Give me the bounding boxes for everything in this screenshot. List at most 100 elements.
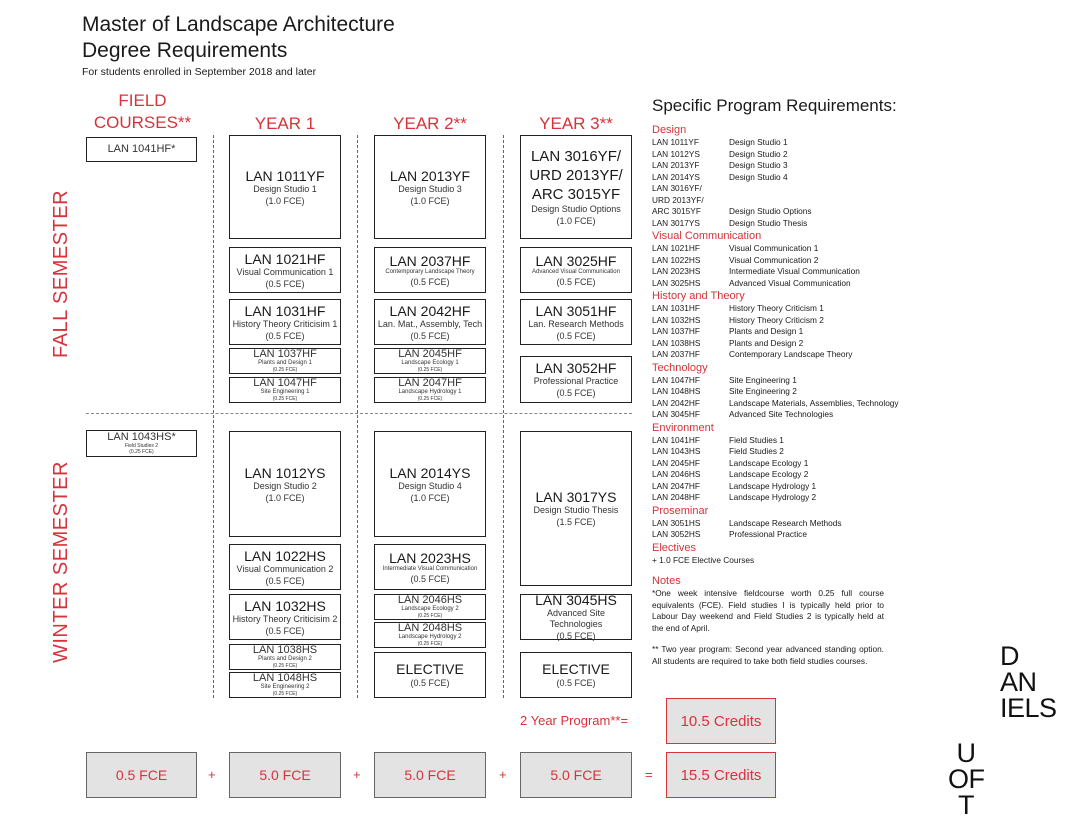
plus-sign: + <box>208 767 216 782</box>
requirement-title: Field Studies 2 <box>729 446 784 456</box>
plus-sign: + <box>353 767 361 782</box>
column-divider <box>213 135 214 698</box>
daniels-logo: D AN IELS <box>1000 641 1057 723</box>
requirement-title: Intermediate Visual Communication <box>729 266 860 276</box>
column-divider <box>503 135 504 698</box>
course-box: LAN 1041HF* <box>86 137 197 162</box>
requirement-group-heading: Electives <box>652 541 697 554</box>
requirement-code: LAN 1021HF <box>652 243 700 253</box>
semester-divider <box>86 413 632 414</box>
requirement-row: LAN 1038HS Plants and Design 2 <box>652 338 952 350</box>
note-2: ** Two year program: Second year advance… <box>652 644 884 666</box>
fall-semester-label: FALL SEMESTER <box>50 189 72 358</box>
requirement-code: LAN 2046HS <box>652 469 701 479</box>
requirement-row: LAN 1048HS Site Engineering 2 <box>652 386 952 398</box>
requirement-code: LAN 2048HF <box>652 492 700 502</box>
requirement-code: LAN 1011YF <box>652 137 699 147</box>
requirement-title: Landscape Research Methods <box>729 517 842 528</box>
requirement-title: History Theory Criticism 1 <box>729 303 824 313</box>
requirement-group-heading: Technology <box>652 361 708 374</box>
two-year-label: 2 Year Program**= <box>520 713 629 728</box>
requirement-code: LAN 3016YF/ <box>652 183 702 193</box>
page-subtitle: For students enrolled in September 2018 … <box>82 66 317 78</box>
requirement-code: + 1.0 FCE Elective Courses <box>652 554 755 565</box>
requirement-title: Landscape Hydrology 2 <box>729 492 817 502</box>
requirement-title: Advanced Visual Communication <box>729 277 851 288</box>
requirement-code: LAN 1043HS <box>652 446 701 456</box>
requirement-code: LAN 3052HS <box>652 529 701 539</box>
requirement-code: LAN 2042HF <box>652 397 700 408</box>
requirement-code: LAN 2037HF <box>652 349 700 359</box>
requirements-title: Specific Program Requirements: <box>652 96 897 115</box>
page-title: Master of Landscape Architecture <box>82 13 395 36</box>
requirement-title: Design Studio 3 <box>729 160 788 170</box>
requirement-title: Field Studies 1 <box>729 434 784 445</box>
total-year3: 5.0 FCE <box>520 752 632 798</box>
requirement-title: Landscape Hydrology 1 <box>729 480 817 491</box>
requirement-title: Plants and Design 1 <box>729 326 804 336</box>
requirement-row: LAN 1037HF Plants and Design 1 <box>652 326 952 338</box>
note-1: *One week intensive fieldcourse worth 0.… <box>652 588 884 633</box>
requirement-code: LAN 2013YF <box>652 160 700 170</box>
requirement-row: LAN 2046HS Landscape Ecology 2 <box>652 469 952 481</box>
notes-heading: Notes <box>652 575 681 587</box>
requirement-group-heading: History and Theory <box>652 290 745 302</box>
course-box: LAN 1043HS* Field Studies 2 (0.25 FCE) <box>86 430 197 457</box>
requirement-group-heading: Design <box>652 124 687 136</box>
course-box: ELECTIVE(0.5 FCE) <box>374 652 486 698</box>
requirement-code: URD 2013YF/ <box>652 194 704 205</box>
requirement-title: Site Engineering 2 <box>729 386 797 396</box>
requirement-title: Landscape Ecology 2 <box>729 469 809 479</box>
requirement-row: LAN 3016YF/ <box>652 183 952 195</box>
requirement-code: LAN 3017YS <box>652 217 700 228</box>
requirement-code: LAN 2045HF <box>652 457 700 468</box>
requirement-title: Plants and Design 2 <box>729 337 804 348</box>
total-year2: 5.0 FCE <box>374 752 486 798</box>
total-credits: 15.5 Credits <box>666 752 776 798</box>
requirement-title: Landscape Materials, Assemblies, Technol… <box>729 397 899 408</box>
requirement-group-heading: Environment <box>652 421 714 434</box>
requirement-title: Contemporary Landscape Theory <box>729 349 853 359</box>
requirement-code: LAN 1038HS <box>652 337 701 348</box>
requirement-code: LAN 1037HF <box>652 326 700 336</box>
page-title-line2: Degree Requirements <box>82 39 288 62</box>
requirement-title: Design Studio Options <box>729 206 812 216</box>
requirement-row: LAN 2042HF Landscape Materials, Assemblie… <box>652 398 952 410</box>
requirement-code: LAN 1047HF <box>652 374 700 385</box>
requirement-code: LAN 1048HS <box>652 386 701 396</box>
column-heading-year3: YEAR 3** <box>539 114 613 133</box>
course-box: LAN 3016YF/URD 2013YF/ARC 3015YF Design … <box>520 135 632 239</box>
requirement-title: Advanced Site Technologies <box>729 409 834 419</box>
requirement-code: LAN 1022HS <box>652 254 701 265</box>
uoft-logo: U OF T <box>948 738 985 820</box>
